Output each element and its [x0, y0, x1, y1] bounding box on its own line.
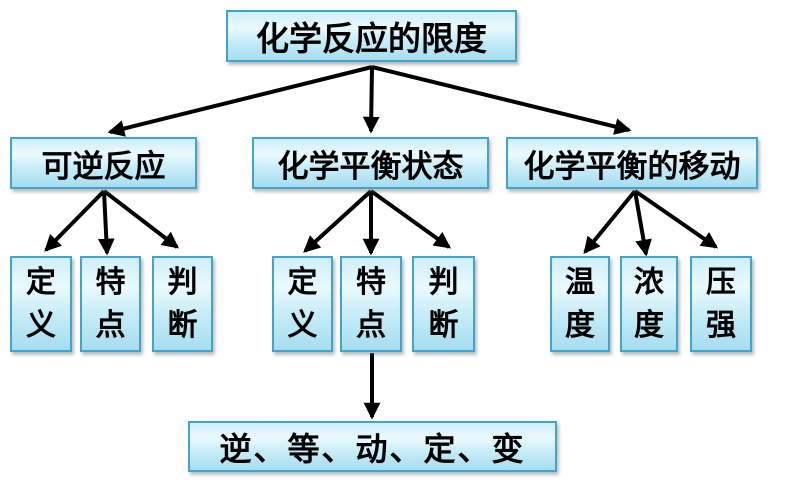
node-judgment-1: 判断 [152, 256, 213, 352]
node-root-label: 化学反应的限度 [256, 20, 487, 57]
node-pressure: 压强 [690, 256, 752, 352]
connector-reversible-to-definition [44, 189, 106, 252]
node-reversible-reaction: 可逆反应 [10, 137, 197, 189]
connector-state-to-judgment [369, 189, 452, 249]
node-judgment-2-label: 判断 [428, 265, 459, 343]
node-temperature: 温度 [550, 256, 610, 352]
node-pressure-label: 压强 [706, 265, 736, 343]
connector-shift-to-temperature [583, 189, 637, 254]
node-equilibrium-state: 化学平衡状态 [252, 137, 489, 189]
node-feature-1-label: 特点 [95, 265, 126, 343]
node-definition-2-label: 定义 [287, 265, 318, 343]
node-judgment-2: 判断 [412, 256, 475, 352]
connector-reversible-to-judgment [102, 189, 179, 249]
node-root: 化学反应的限度 [226, 10, 517, 62]
node-equilibrium-shift: 化学平衡的移动 [506, 137, 758, 189]
node-definition-1: 定义 [10, 256, 72, 352]
node-definition-1-label: 定义 [26, 265, 56, 343]
node-concentration-label: 浓度 [634, 265, 664, 343]
node-summary: 逆、等、动、定、变 [188, 421, 557, 472]
node-equilibrium-shift-label: 化学平衡的移动 [523, 148, 741, 184]
connector-reversible-to-feature [97, 190, 115, 256]
node-feature-2: 特点 [340, 256, 402, 352]
connector-shift-to-concentration [633, 190, 652, 257]
connector-root-to-reversible [107, 65, 373, 137]
node-reversible-reaction-label: 可逆反应 [41, 148, 166, 184]
node-judgment-1-label: 判断 [167, 265, 198, 343]
node-equilibrium-state-label: 化学平衡状态 [277, 148, 464, 184]
connector-shift-to-pressure [633, 189, 719, 249]
node-concentration: 浓度 [620, 256, 678, 352]
node-feature-1: 特点 [80, 256, 141, 352]
node-feature-2-label: 特点 [356, 265, 386, 343]
connector-root-to-state [362, 66, 380, 134]
node-temperature-label: 温度 [565, 265, 595, 343]
node-definition-2: 定义 [272, 256, 333, 352]
connector-root-to-shift [371, 65, 632, 135]
connector-state-to-definition [303, 189, 373, 253]
node-summary-label: 逆、等、动、定、变 [219, 430, 526, 467]
